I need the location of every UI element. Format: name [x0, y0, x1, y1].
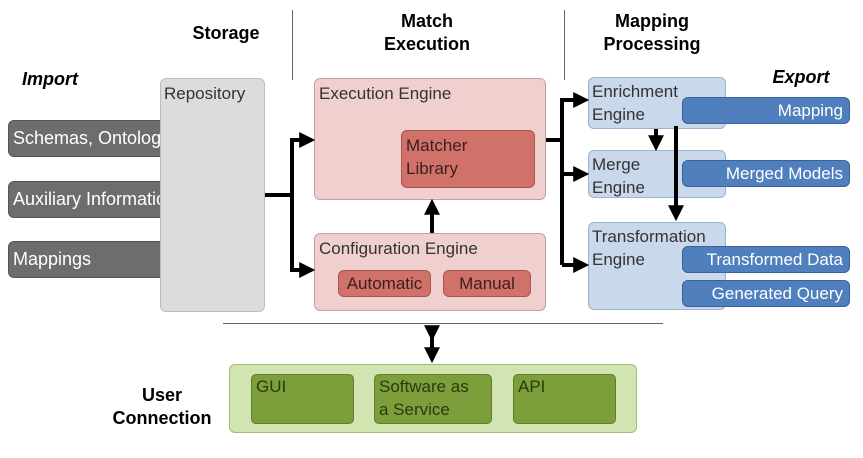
- repository-label: Repository: [164, 84, 246, 103]
- header-storage: Storage: [192, 23, 260, 43]
- automatic-box[interactable]: Automatic: [338, 270, 431, 297]
- export-item-merged-models[interactable]: Merged Models: [682, 160, 850, 187]
- export-item-transformed-data[interactable]: Transformed Data: [682, 246, 850, 273]
- merge-engine-label: Merge Engine: [592, 155, 645, 197]
- separator-user-connection: [223, 323, 663, 324]
- export-item-label: Merged Models: [725, 163, 843, 183]
- user-item-software-as-a-service[interactable]: Software as a Service: [374, 374, 492, 424]
- separator-match-mapping: [564, 10, 565, 80]
- arrow-repository-to-execution: [290, 132, 316, 270]
- user-item-label: GUI: [256, 377, 287, 396]
- export-item-generated-query[interactable]: Generated Query: [682, 280, 850, 307]
- manual-label: Manual: [459, 274, 515, 293]
- matcher-library-label: Matcher Library: [406, 136, 468, 178]
- export-item-label: Generated Query: [711, 283, 843, 303]
- configuration-engine-label: Configuration Engine: [319, 239, 478, 258]
- header-match-execution: Match Execution: [383, 11, 471, 54]
- arrow-repository-to-configuration: [290, 195, 316, 278]
- user-item-label: Software as a Service: [379, 377, 469, 419]
- arrow-execution-to-enrichment: [560, 92, 590, 265]
- automatic-label: Automatic: [346, 274, 423, 293]
- manual-box[interactable]: Manual: [443, 270, 531, 297]
- header-export: Export: [772, 67, 830, 87]
- user-item-label: API: [518, 377, 546, 396]
- import-item-label: Mappings: [13, 249, 92, 269]
- user-item-gui[interactable]: GUI: [251, 374, 354, 424]
- export-item-mapping[interactable]: Mapping: [682, 97, 850, 124]
- matcher-library-box[interactable]: Matcher Library: [401, 130, 535, 188]
- header-user-connection: User Connection: [112, 385, 212, 428]
- header-import: Import: [22, 69, 78, 89]
- enrichment-engine-label: Enrichment Engine: [592, 82, 678, 124]
- execution-engine-label: Execution Engine: [319, 84, 452, 103]
- transformation-engine-label: Transformation Engine: [592, 227, 706, 269]
- export-item-label: Mapping: [777, 100, 843, 120]
- import-item-label: Auxiliary Information: [13, 189, 177, 209]
- import-item-label: Schemas, Ontologies: [13, 128, 185, 148]
- export-item-label: Transformed Data: [706, 249, 843, 269]
- header-mapping-processing: Mapping Processing: [603, 11, 701, 54]
- user-item-api[interactable]: API: [513, 374, 616, 424]
- repository-box[interactable]: Repository: [160, 78, 265, 312]
- separator-storage-match: [292, 10, 293, 80]
